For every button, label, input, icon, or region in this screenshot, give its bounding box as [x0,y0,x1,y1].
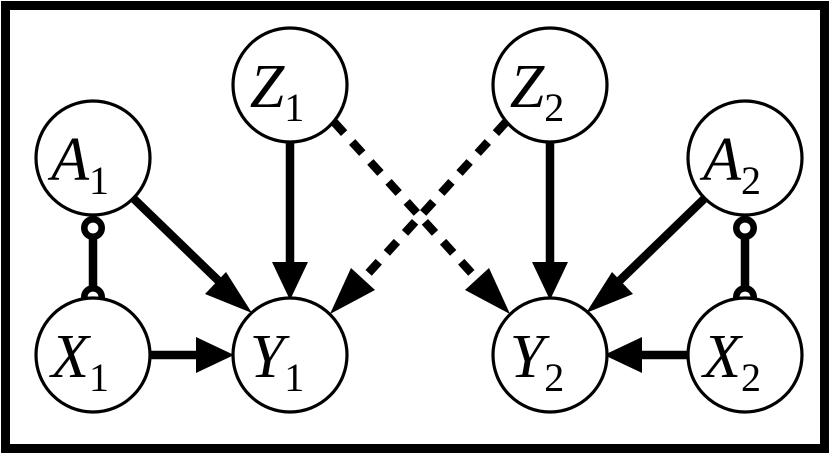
node-y1-circle[interactable] [231,296,349,414]
edge-x2-y2 [604,337,688,373]
edge-z1-y2 [330,119,510,314]
node-a2-label: A2 [699,126,761,203]
node-z2-circle[interactable] [491,26,609,144]
arrowhead-icon [604,337,642,373]
edge-z1-y1 [272,142,308,300]
node-a2-circle[interactable] [686,99,804,217]
node-a1[interactable]: A1 [34,99,152,217]
node-z1-label: Z1 [250,53,304,130]
edge-a2-x2 [733,216,757,309]
node-x1[interactable]: X1 [34,296,152,414]
node-x2-label: X2 [700,323,761,400]
node-x1-circle[interactable] [34,296,152,414]
edge-z2-y1-line [349,119,510,293]
arrowhead-icon [205,272,252,313]
node-z1[interactable]: Z1 [231,26,349,144]
edge-z1-y2-line [330,119,491,293]
node-y2-label: Y2 [510,323,564,400]
edge-a1-x1 [81,216,105,309]
node-y2[interactable]: Y2 [491,296,609,414]
circle-endpoint-hole-icon [739,222,751,234]
edge-z2-y2 [532,142,568,300]
arrowhead-icon [532,262,568,300]
node-a1-circle[interactable] [34,99,152,217]
arrowhead-icon [272,262,308,300]
node-y1[interactable]: Y1 [231,296,349,414]
node-z1-circle[interactable] [231,26,349,144]
edge-a1-y1 [130,194,252,313]
node-z2-label: Z2 [510,53,564,130]
node-a1-label: A1 [47,126,109,203]
arrowhead-icon [196,337,234,373]
arrowhead-icon [330,268,375,314]
edge-x1-y1 [150,337,234,373]
node-x2-circle[interactable] [686,296,804,414]
arrowhead-icon [465,268,510,314]
arrowhead-icon [586,272,633,313]
edge-a2-y2 [586,194,708,313]
edge-a1-y1-line [130,194,231,294]
node-a2[interactable]: A2 [686,99,804,217]
circle-endpoint-hole-icon [87,222,99,234]
edge-z2-y1 [330,119,510,314]
edge-a2-y2-line [607,194,708,294]
node-z2[interactable]: Z2 [491,26,609,144]
node-x2[interactable]: X2 [686,296,804,414]
node-y1-label: Y1 [250,323,304,400]
node-x1-label: X1 [48,323,109,400]
node-y2-circle[interactable] [491,296,609,414]
